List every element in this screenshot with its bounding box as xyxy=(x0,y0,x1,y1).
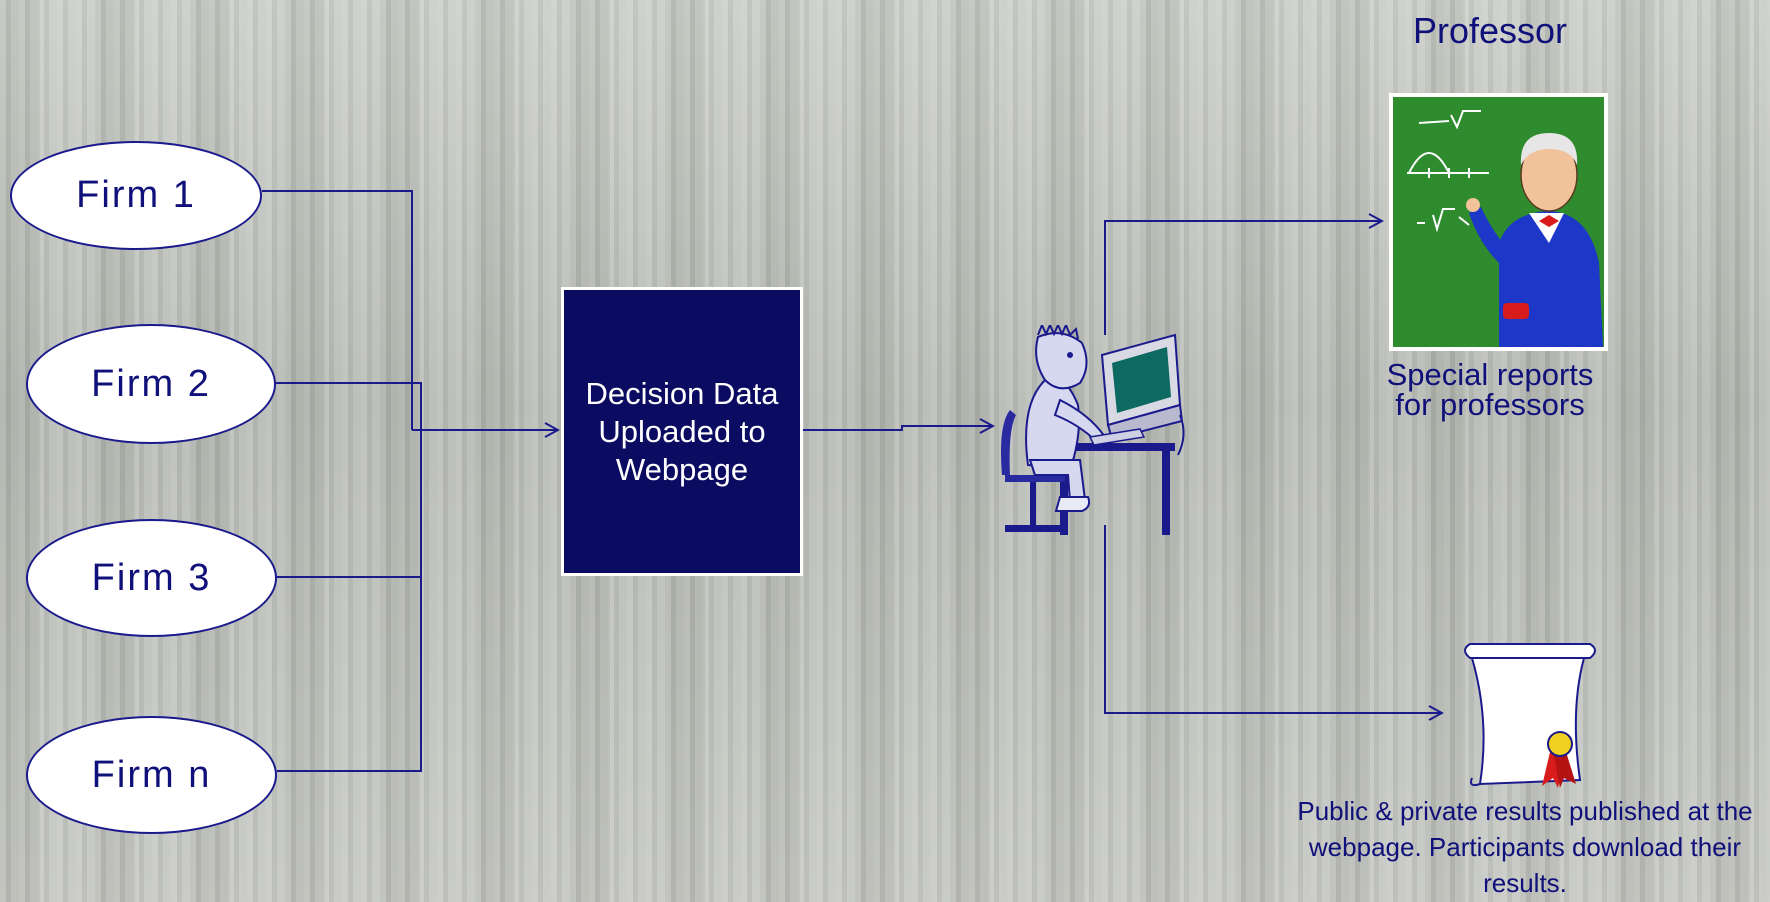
connector-firm-2 xyxy=(276,382,422,430)
connector-firm-1 xyxy=(262,190,413,430)
professor-at-chalkboard-icon xyxy=(1389,93,1608,351)
firm-3-node: Firm 3 xyxy=(26,519,277,637)
arrow-to-professor xyxy=(1104,221,1382,335)
firm-n-node: Firm n xyxy=(26,716,277,834)
connector-firm-n xyxy=(277,430,422,772)
professor-caption: Special reports for professors xyxy=(1386,357,1594,422)
firm-label: Firm 3 xyxy=(91,556,212,599)
connector-firm-3 xyxy=(277,430,422,578)
firm-label: Firm n xyxy=(91,753,212,796)
results-caption: Public & private results published at th… xyxy=(1297,796,1753,898)
decision-box-text: Decision Data Uploaded to Webpage xyxy=(585,375,779,487)
certificate-scroll-icon xyxy=(1464,643,1596,788)
firm-1-node: Firm 1 xyxy=(10,141,262,250)
firm-2-node: Firm 2 xyxy=(26,324,276,444)
firm-label: Firm 2 xyxy=(91,362,211,405)
professor-title: Professor xyxy=(1412,10,1568,51)
person-at-computer-icon xyxy=(1001,325,1185,535)
firm-label: Firm 1 xyxy=(76,174,196,216)
arrow-to-operator xyxy=(803,426,993,430)
decision-data-box: Decision Data Uploaded to Webpage xyxy=(561,287,803,576)
arrow-to-results xyxy=(1104,525,1442,713)
